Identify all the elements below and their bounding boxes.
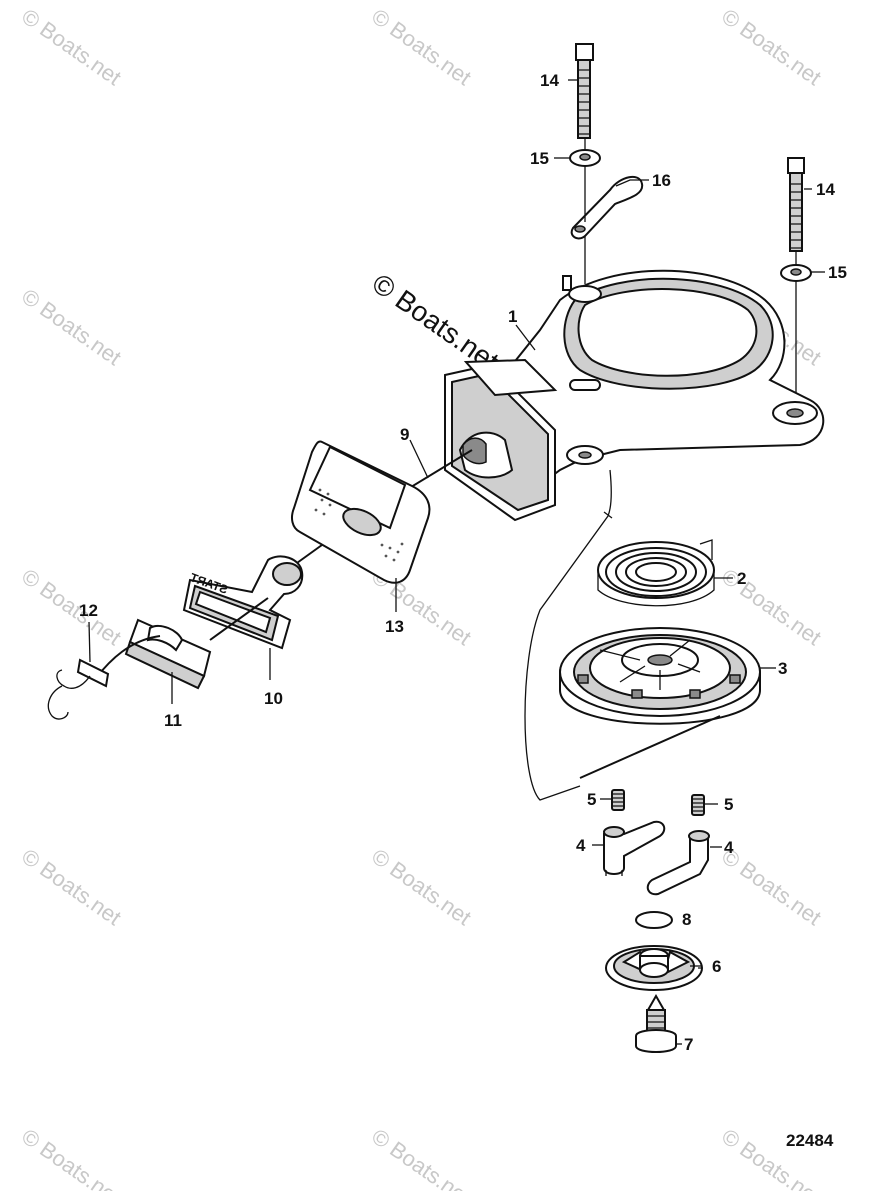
pulley-rope-end [579, 715, 721, 779]
callout-9: 9 [400, 425, 409, 444]
callout-11: 11 [164, 711, 182, 730]
figure-number: 22484 [786, 1131, 834, 1150]
callout-labels: 14 15 16 14 15 1 9 2 3 12 13 10 11 5 5 4… [79, 71, 847, 1150]
pawl-4-right [646, 830, 710, 896]
callout-14-right: 14 [816, 180, 835, 199]
rewind-spring-2 [597, 539, 715, 607]
watermark-text: © Boats.net [717, 4, 826, 91]
watermarks: © Boats.net © Boats.net © Boats.net © Bo… [17, 4, 826, 1191]
callout-4-left: 4 [576, 836, 586, 855]
watermark-text: © Boats.net [367, 1124, 476, 1191]
bolt-14-right [787, 157, 805, 252]
rope-routing-line [603, 511, 613, 519]
housing-cord-guide [444, 358, 558, 522]
watermark-text: © Boats.net [17, 284, 126, 371]
rope-pulley-3 [559, 627, 761, 725]
starter-handle-10: START [182, 555, 304, 650]
callout-5-left: 5 [587, 790, 596, 809]
washer-8 [635, 911, 673, 929]
callout-13: 13 [385, 617, 404, 636]
callout-12: 12 [79, 601, 98, 620]
starter-housing-1 [498, 269, 825, 502]
rope-routing-line [524, 469, 612, 801]
drive-plate-6 [605, 945, 703, 991]
callout-2: 2 [737, 569, 746, 588]
callout-16: 16 [652, 171, 671, 190]
watermark-text: © Boats.net [17, 4, 126, 91]
watermark-text: © Boats.net [17, 844, 126, 931]
center-screw-7 [635, 993, 677, 1053]
callout-4-right: 4 [724, 838, 734, 857]
callout-7: 7 [684, 1035, 693, 1054]
callout-1: 1 [508, 307, 517, 326]
pawl-spring-5-left [611, 789, 625, 811]
cam-plate-16 [570, 175, 644, 240]
watermark-text: © Boats.net [17, 1124, 126, 1191]
callout-15-right: 15 [828, 263, 847, 282]
callout-15-upper: 15 [530, 149, 549, 168]
rope-to-handle [209, 597, 269, 641]
callout-6: 6 [712, 957, 721, 976]
rope-retainer-11 [124, 618, 212, 690]
callout-5-right: 5 [724, 795, 733, 814]
leader-lines [88, 79, 825, 1045]
callout-10: 10 [264, 689, 283, 708]
watermark-text: © Boats.net [17, 564, 126, 651]
handle-plate-13 [291, 440, 431, 584]
bolt-14-upper [575, 43, 594, 139]
rope-clip-12 [47, 658, 110, 720]
callout-8: 8 [682, 910, 691, 929]
pawl-4-left [603, 820, 666, 876]
callout-14-upper: 14 [540, 71, 559, 90]
watermark-text: © Boats.net [717, 564, 826, 651]
callout-3: 3 [778, 659, 787, 678]
washer-15-right [780, 264, 812, 282]
watermark-text: © Boats.net [367, 4, 476, 91]
watermark-text: © Boats.net [367, 844, 476, 931]
pawl-spring-5-right [691, 794, 705, 816]
washer-15-upper [569, 149, 601, 167]
